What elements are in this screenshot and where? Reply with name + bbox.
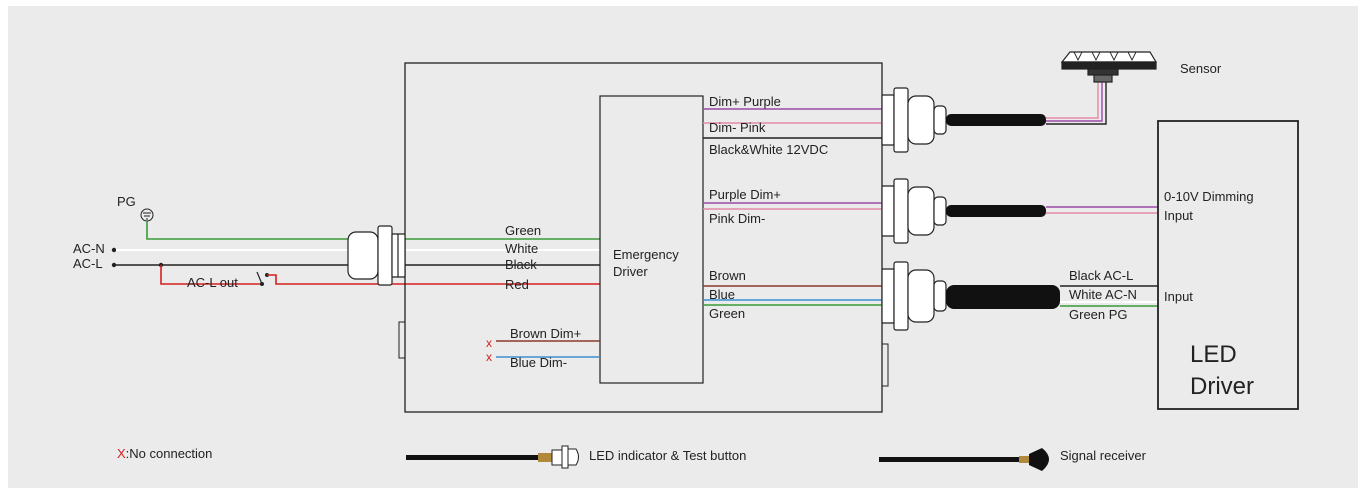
input-wire-green: Green: [505, 223, 541, 238]
input-wire-red: Red: [505, 277, 529, 292]
output-cable: [946, 285, 1060, 309]
left-cable-gland-icon: [347, 225, 406, 286]
sensor-black-lead: [1046, 82, 1107, 125]
led-driver-title-2: Driver: [1190, 373, 1254, 400]
ac-n-label: AC-N: [73, 241, 105, 256]
led-driver-dim-input-label-1: 0-10V Dimming: [1164, 189, 1254, 204]
led-driver-wire-green: Green PG: [1069, 307, 1128, 322]
output-cable-gland-icon: [881, 261, 947, 331]
legend-led-indicator-label: LED indicator & Test button: [589, 448, 746, 463]
sensor-icon: [1060, 51, 1158, 83]
blue-dim-label: Blue Dim-: [510, 355, 567, 370]
led-driver-wire-white: White AC-N: [1069, 287, 1137, 302]
legend-x-mark: X: [117, 446, 126, 461]
sensor-purple-lead: [1046, 82, 1103, 122]
emergency-driver-label-1: Emergency: [613, 247, 679, 262]
emergency-driver-label-2: Driver: [613, 264, 648, 279]
led-driver-ac-input-label: Input: [1164, 289, 1193, 304]
brown-dim-label: Brown Dim+: [510, 326, 581, 341]
sensor-cable-gland-icon: [881, 87, 947, 153]
led-driver-dim-input-label-2: Input: [1164, 208, 1193, 223]
sensor-wire-label-black: Black&White 12VDC: [709, 142, 828, 157]
legend-no-connection-text: :No connection: [126, 446, 213, 461]
led-driver-wire-black: Black AC-L: [1069, 268, 1133, 283]
sensor-wire-label-purple: Dim+ Purple: [709, 94, 781, 109]
led-driver-title-1: LED: [1190, 341, 1237, 368]
ground-symbol-icon: [140, 208, 154, 222]
red-wire-to-driver: [267, 274, 600, 285]
input-wire-black: Black: [505, 257, 537, 272]
sensor-wire-label-pink: Dim- Pink: [709, 120, 766, 135]
ac-l-out-red-wire: [160, 265, 262, 285]
housing-tab-right: [881, 343, 889, 387]
switch-blade: [256, 271, 263, 285]
ac-l-out-label: AC-L out: [187, 275, 238, 290]
no-connection-mark-1: x: [486, 336, 492, 350]
input-wire-white: White: [505, 241, 538, 256]
ac-l-label: AC-L: [73, 256, 103, 271]
diagram-background: [8, 6, 1358, 488]
sensor-label: Sensor: [1180, 61, 1222, 76]
dim-wire-label-pink: Pink Dim-: [709, 211, 765, 226]
legend: X:No connection LED indicator & Test but…: [117, 445, 1147, 471]
out-wire-label-green: Green: [709, 306, 745, 321]
dimming-cable: [946, 205, 1046, 217]
out-wire-label-brown: Brown: [709, 268, 746, 283]
legend-signal-receiver-label: Signal receiver: [1060, 448, 1147, 463]
led-indicator-button-icon: [406, 445, 579, 469]
no-connection-mark-2: x: [486, 350, 492, 364]
dim-wire-label-purple: Purple Dim+: [709, 187, 781, 202]
housing-tab-left: [398, 321, 406, 359]
emergency-driver-box: [599, 95, 704, 384]
led-driver-box: [1157, 120, 1299, 410]
legend-no-connection: X:No connection: [117, 446, 212, 461]
signal-receiver-icon: [879, 448, 1049, 471]
mains-section: PG AC-N AC-L AC-L out: [73, 194, 600, 290]
ac-n-terminal: [111, 247, 117, 253]
pg-green-wire: [146, 221, 600, 240]
ac-l-terminal: [111, 262, 117, 268]
dimming-cable-gland-icon: [881, 178, 947, 244]
sensor-pink-lead: [1046, 82, 1099, 119]
out-wire-label-blue: Blue: [709, 287, 735, 302]
pg-label: PG: [117, 194, 136, 209]
sensor-cable: [946, 114, 1046, 126]
